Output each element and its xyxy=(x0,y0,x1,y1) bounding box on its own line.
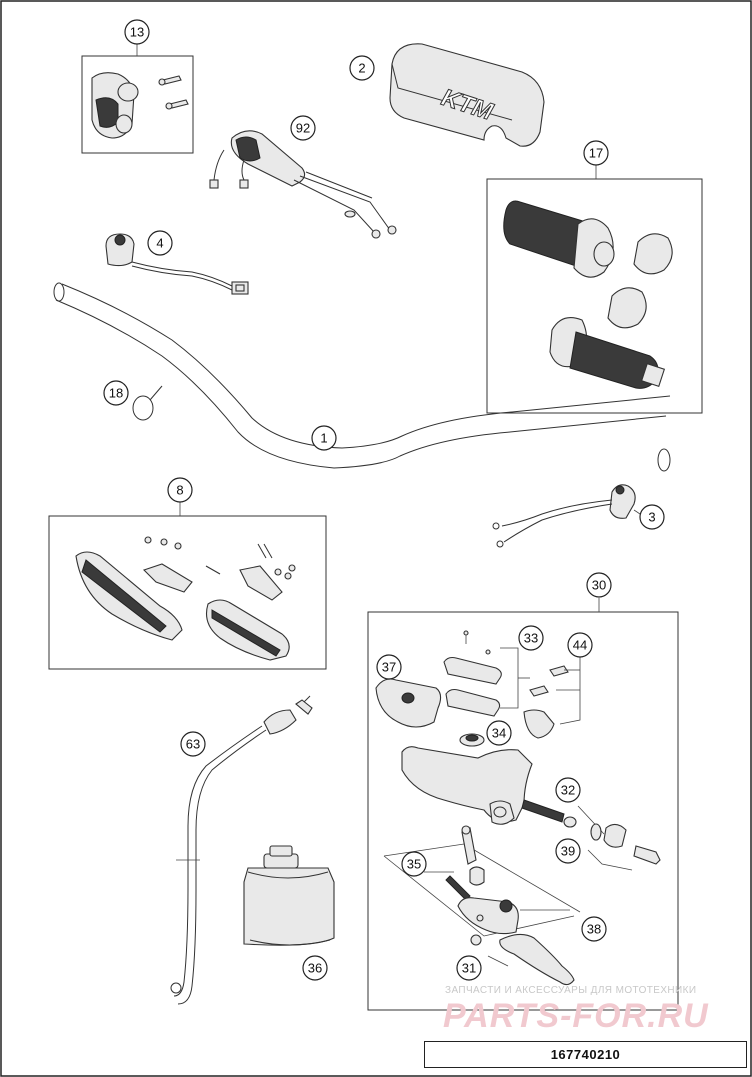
part-18-cable-tie xyxy=(132,385,163,421)
callout-32: 32 xyxy=(555,777,581,803)
watermark-tagline: ЗАПЧАСТИ И АКСЕССУАРЫ ДЛЯ МОТОТЕХНИКИ xyxy=(445,985,697,996)
svg-text:38: 38 xyxy=(587,922,601,937)
callout-2: 2 xyxy=(349,55,375,81)
callout-33: 33 xyxy=(518,625,544,651)
part-4-kill-switch xyxy=(105,233,249,295)
svg-text:1: 1 xyxy=(320,431,327,446)
svg-text:37: 37 xyxy=(382,660,396,675)
callout-31: 31 xyxy=(456,955,482,981)
part-92-throttle-cables xyxy=(209,130,397,239)
callout-18: 18 xyxy=(103,380,129,406)
svg-text:36: 36 xyxy=(308,961,322,976)
svg-text:3: 3 xyxy=(648,510,655,525)
svg-text:4: 4 xyxy=(156,236,163,251)
drawing-number: 167740210 xyxy=(550,1047,621,1062)
callout-37: 37 xyxy=(376,654,402,680)
callout-36: 36 xyxy=(302,955,328,981)
part-30-master-cylinder xyxy=(367,598,679,1011)
callout-8: 8 xyxy=(167,477,193,503)
callout-17: 17 xyxy=(583,140,609,166)
callout-4: 4 xyxy=(147,230,173,256)
part-63-hose xyxy=(170,695,313,1005)
callout-34: 34 xyxy=(486,720,512,746)
svg-text:30: 30 xyxy=(592,578,606,593)
part-17-grips xyxy=(486,165,703,414)
svg-text:39: 39 xyxy=(561,844,575,859)
part-13-throttle-housing xyxy=(81,43,194,154)
svg-text:31: 31 xyxy=(462,961,476,976)
svg-text:34: 34 xyxy=(492,726,506,741)
svg-text:8: 8 xyxy=(176,483,183,498)
callout-92: 92 xyxy=(290,115,316,141)
svg-text:35: 35 xyxy=(407,857,421,872)
callout-35: 35 xyxy=(401,851,427,877)
part-3-start-button xyxy=(492,484,641,548)
callout-30: 30 xyxy=(586,572,612,598)
svg-text:33: 33 xyxy=(524,631,538,646)
svg-text:63: 63 xyxy=(186,737,200,752)
part-2-handlebar-pad: KTM xyxy=(389,43,545,147)
watermark-logo: PARTS-FOR.RU xyxy=(443,997,709,1035)
svg-text:13: 13 xyxy=(130,25,144,40)
callout-44: 44 xyxy=(567,632,593,658)
svg-text:44: 44 xyxy=(573,638,587,653)
part-8-hand-guards xyxy=(48,502,327,670)
part-36-brake-fluid xyxy=(243,845,335,946)
svg-text:32: 32 xyxy=(561,783,575,798)
svg-text:18: 18 xyxy=(109,386,123,401)
callout-63: 63 xyxy=(180,731,206,757)
drawing-number-box: 167740210 xyxy=(424,1041,747,1068)
callout-39: 39 xyxy=(555,838,581,864)
callout-38: 38 xyxy=(581,916,607,942)
svg-text:17: 17 xyxy=(589,146,603,161)
part-1-handlebar xyxy=(53,282,671,472)
svg-text:92: 92 xyxy=(296,121,310,136)
callout-1: 1 xyxy=(311,425,337,451)
callout-13: 13 xyxy=(124,19,150,45)
svg-text:2: 2 xyxy=(358,61,365,76)
callout-3: 3 xyxy=(639,504,665,530)
